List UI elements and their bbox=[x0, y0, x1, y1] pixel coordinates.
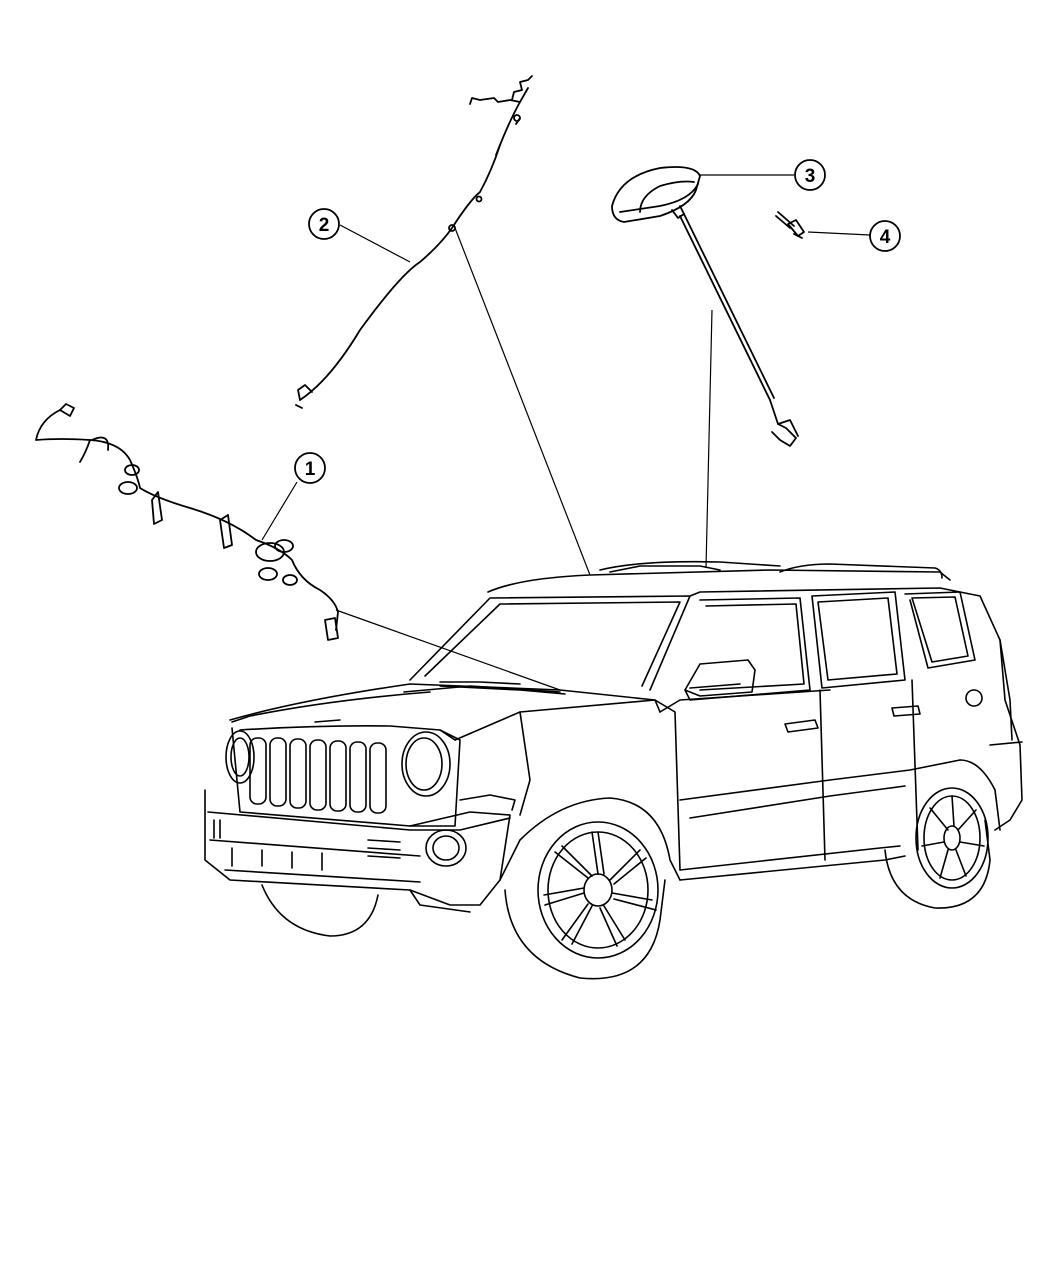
screw-fastener-icon bbox=[776, 212, 804, 238]
callout-1: 1 bbox=[295, 453, 325, 483]
leader-lines bbox=[262, 175, 870, 690]
wiring-harness-2-icon bbox=[296, 76, 532, 408]
callout-3: 3 bbox=[795, 160, 825, 190]
callout-2-label: 2 bbox=[319, 215, 330, 236]
wiring-harness-1-icon bbox=[36, 404, 338, 640]
vehicle-suv-icon bbox=[205, 562, 1022, 979]
callout-2: 2 bbox=[309, 209, 339, 239]
callout-4: 4 bbox=[870, 221, 900, 251]
antenna-module-icon bbox=[612, 167, 798, 446]
callout-4-label: 4 bbox=[880, 227, 891, 248]
callout-3-label: 3 bbox=[805, 166, 816, 187]
callout-1-label: 1 bbox=[305, 459, 316, 480]
